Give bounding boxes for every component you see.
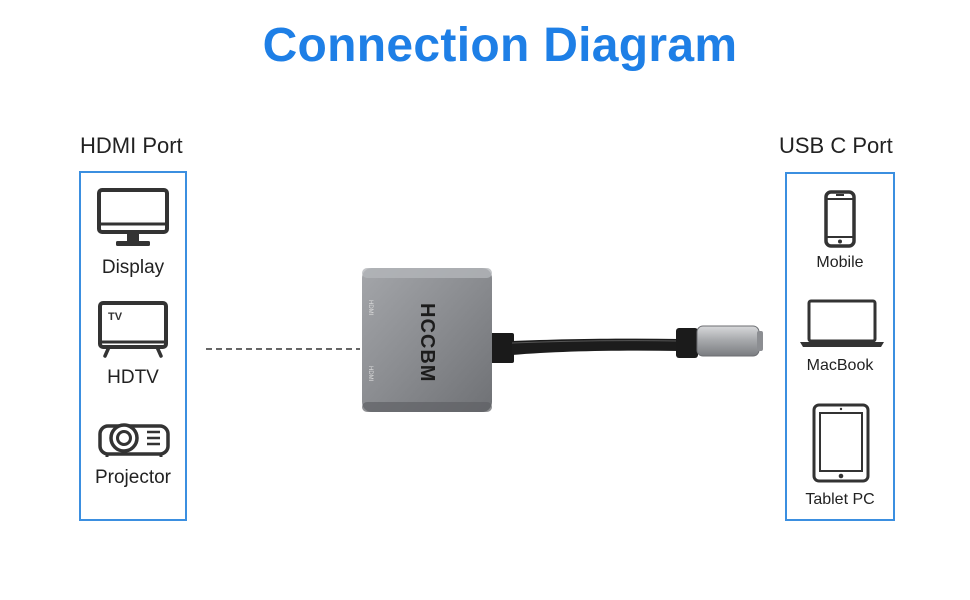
device-label-tablet-pc: Tablet PC — [805, 491, 875, 508]
device-label-display: Display — [101, 257, 165, 278]
hdmi-devices-panel: Display TV HDTV Projector — [79, 171, 187, 521]
device-label-macbook: MacBook — [806, 357, 874, 374]
adapter-brand: HCCBM — [416, 303, 438, 382]
tv-icon: TV — [98, 301, 168, 358]
device-label-projector: Projector — [94, 467, 172, 488]
hdmi-port-marker-top: HDMI — [367, 300, 373, 316]
usb-c-devices-panel: Mobile MacBook Tablet PC — [785, 172, 895, 521]
hdmi-port-label: HDMI Port — [80, 133, 183, 158]
adapter-body: HDMI HDMI HCCBM — [362, 268, 492, 412]
tv-icon-text: TV — [108, 311, 123, 323]
laptop-icon — [800, 299, 884, 347]
phone-icon — [824, 190, 856, 248]
tablet-icon — [812, 403, 870, 483]
usb-c-port-label: USB C Port — [779, 133, 893, 158]
device-label-hdtv: HDTV — [107, 367, 159, 388]
usb-c-cable — [490, 325, 763, 363]
device-label-mobile: Mobile — [816, 254, 864, 271]
projector-icon — [98, 423, 170, 457]
page-title: Connection Diagram — [262, 19, 738, 72]
hdmi-port-marker-bottom: HDMI — [367, 366, 373, 382]
monitor-icon — [97, 188, 169, 246]
